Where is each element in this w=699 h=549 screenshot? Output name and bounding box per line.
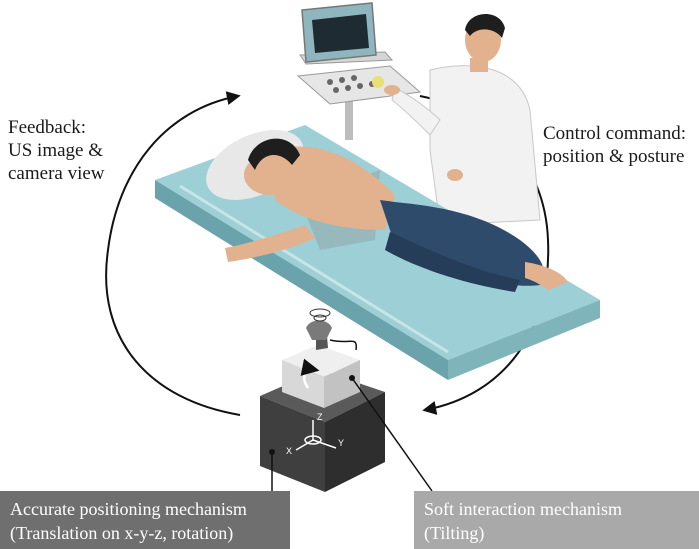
control-label-line-2: position & posture xyxy=(543,146,685,167)
feedback-label-line-1: Feedback: xyxy=(8,117,87,138)
positioning-mechanism-caption: Accurate positioning mechanism (Translat… xyxy=(0,491,290,549)
positioning-caption-line-2: (Translation on x-y-z, rotation) xyxy=(10,523,234,543)
patient-figure xyxy=(225,138,568,292)
feedback-label-line-3: camera view xyxy=(8,163,105,184)
feedback-label-line-2: US image & xyxy=(8,140,103,161)
soft-connector-line xyxy=(351,377,433,492)
soft-interaction-caption: Soft interaction mechanism (Tilting) xyxy=(414,491,699,549)
feedback-loop-arrow xyxy=(105,91,241,416)
control-command-label: Control command: position & posture xyxy=(543,122,686,168)
feedback-label: Feedback: US image & camera view xyxy=(8,116,105,185)
robot-device xyxy=(260,308,385,492)
axis-z-label: Z xyxy=(317,412,323,422)
axis-y-label: Y xyxy=(338,438,344,448)
ultrasound-machine xyxy=(296,2,422,140)
soft-caption-line-2: (Tilting) xyxy=(424,523,485,543)
soft-caption-line-1: Soft interaction mechanism xyxy=(424,499,622,519)
control-label-line-1: Control command: xyxy=(543,123,687,144)
axis-x-label: X xyxy=(286,446,292,456)
positioning-caption-line-1: Accurate positioning mechanism xyxy=(10,499,247,519)
doctor-figure xyxy=(384,13,541,226)
